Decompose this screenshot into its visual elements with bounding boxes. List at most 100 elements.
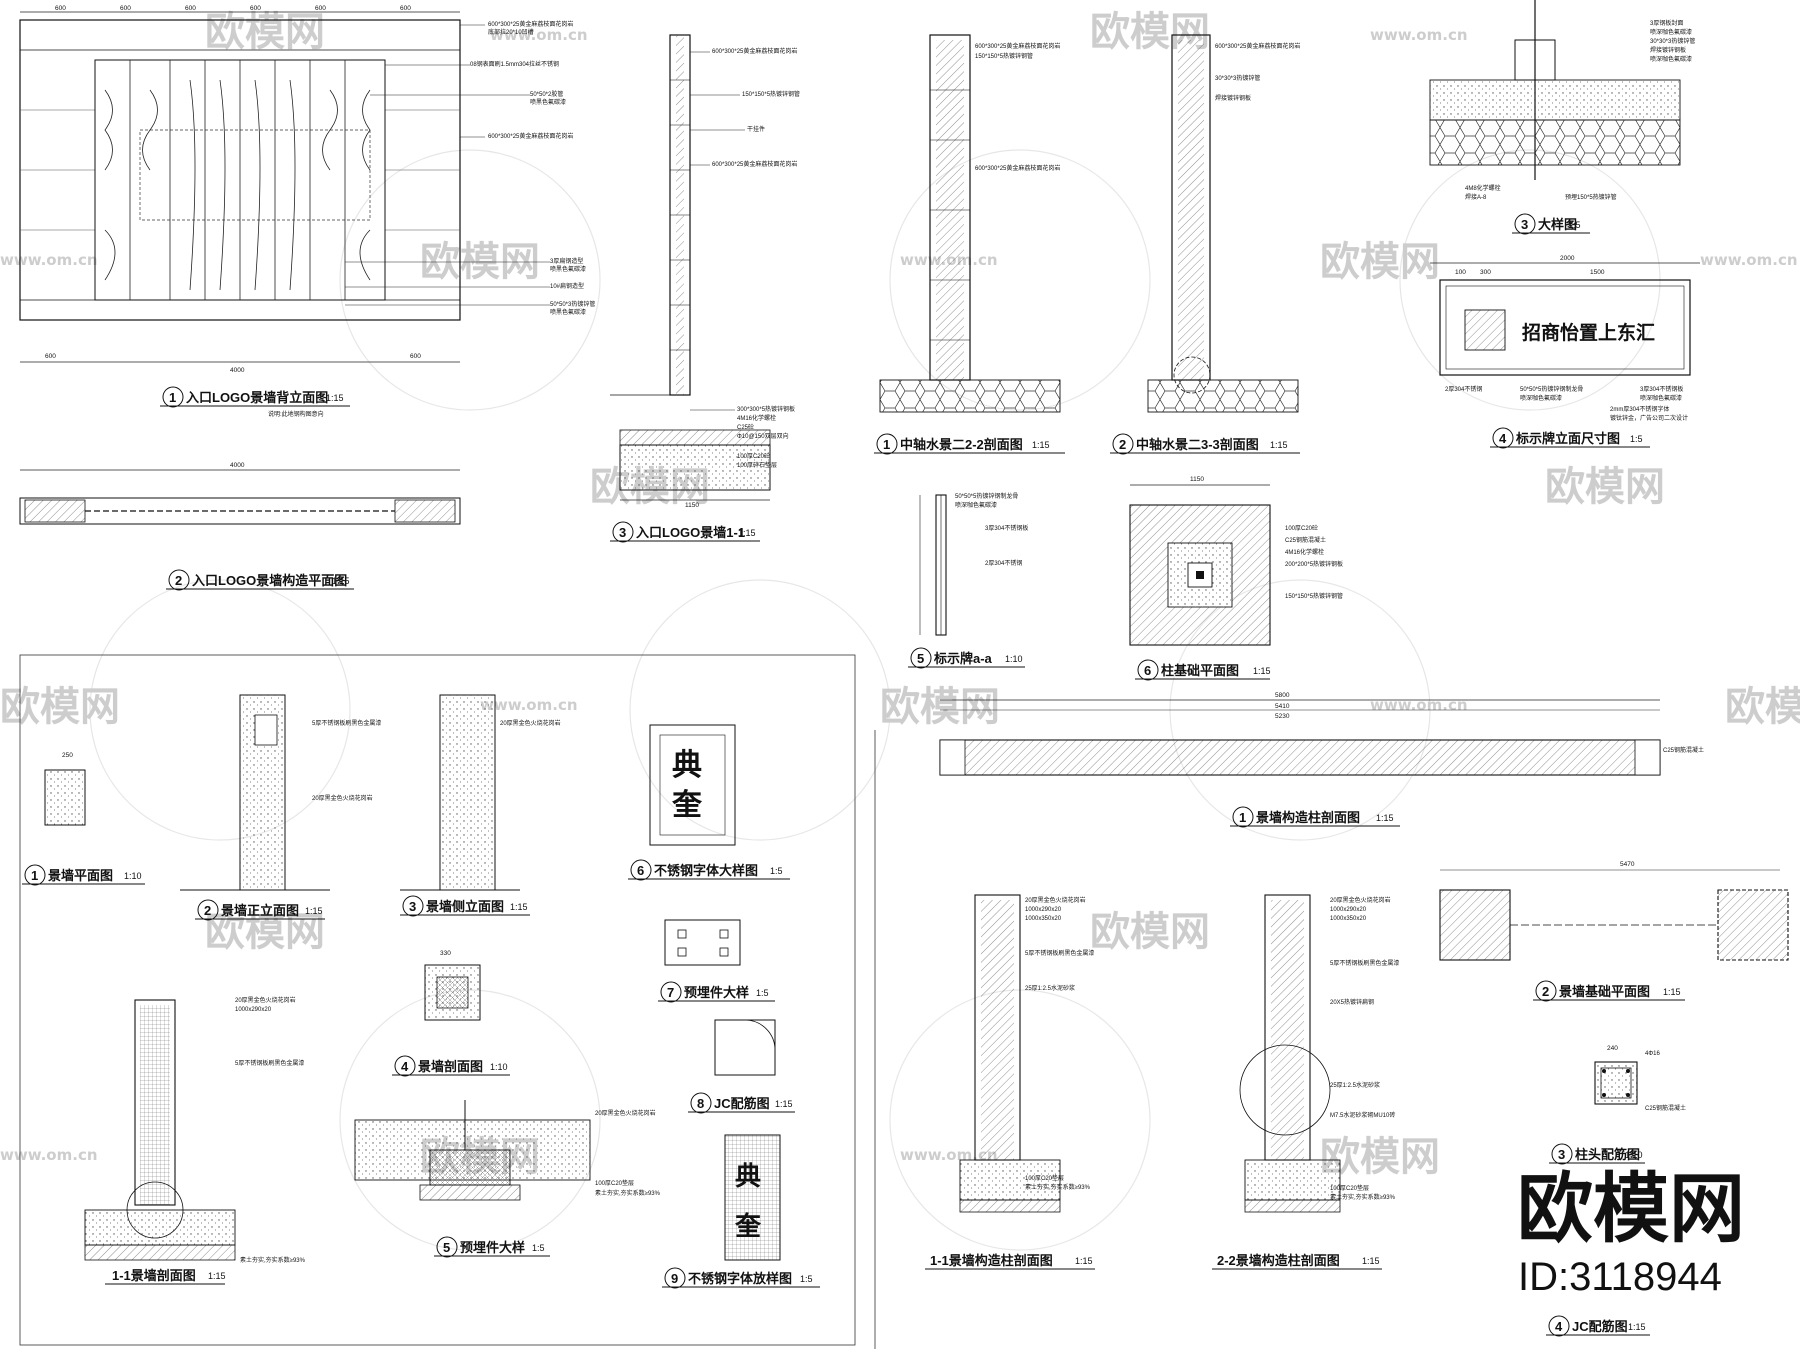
dim-label: 600 [400,5,411,12]
dim-label: 600 [55,5,66,12]
panel-scale: 1:5 [800,1274,813,1284]
stone-joints [20,109,460,231]
svg-text:30*30*3热镀锌管: 30*30*3热镀锌管 [1215,74,1260,82]
svg-text:喷深咖色氟碳漆: 喷深咖色氟碳漆 [1650,55,1692,63]
panel-water-feature-section-3-3: 600*300*25黄金麻荔枝面花岗岩 30*30*3热镀锌管 焊接镀锌钢板 2… [1110,34,1300,455]
p7-leader-notes: 2厚304不锈钢 50*50*5热镀锌钢制龙骨 喷深咖色氟碳漆 3厚304不锈钢… [1445,385,1688,422]
callout-bubble [1112,433,1134,455]
panel-title: 标示牌a-a [933,651,993,666]
panel-logo-wall-plan: 4000 2 入口LOGO景墙构造平面图 1:15 [19,462,461,591]
svg-text:1000x350x20: 1000x350x20 [1025,916,1062,922]
panel-title: 柱头配筋图 [1575,1147,1640,1162]
svg-text:焊接A-8: 焊接A-8 [1465,193,1487,201]
watermark-brand: 欧模网 [1090,909,1210,955]
panel-scale: 1:5 [532,1243,545,1253]
svg-text:C25砼: C25砼 [737,423,754,431]
svg-text:2厚304不锈钢: 2厚304不锈钢 [985,559,1022,567]
svg-text:30*30*3热镀锌管: 30*30*3热镀锌管 [1650,37,1695,45]
panel-title: 2-2景墙构造柱剖面图 [1217,1253,1340,1268]
panel-column-footing-plan: 1150 100厚C20砼 C25钢筋混凝土 4M16化学螺栓 200*200*… [1129,476,1343,681]
sign-text: 招商怡置上东汇 [1522,321,1655,344]
panel-title: 预埋件大样 [684,985,749,1000]
watermark-url: www.om.cn [900,1146,998,1164]
svg-text:4M16化学螺栓: 4M16化学螺栓 [737,414,776,422]
panel-wall-plan: 250 1 景墙平面图 1:10 [22,752,145,886]
callout-number: 5 [443,1240,450,1255]
callout-number: 5 [917,651,924,666]
svg-text:20厚黑金色火烧花岗岩: 20厚黑金色火烧花岗岩 [312,794,373,802]
svg-text:C25钢筋混凝土: C25钢筋混凝土 [1645,1104,1686,1112]
callout-bubble [690,1092,712,1114]
watermark-brand: 欧模网 [205,9,325,55]
panel-title: 景墙剖面图 [418,1059,483,1074]
svg-text:20厚黑金色火烧花岗岩: 20厚黑金色火烧花岗岩 [235,996,296,1004]
svg-text:150*150*5热镀锌钢管: 150*150*5热镀锌钢管 [742,90,800,98]
panel-scale: 1:5 [1568,220,1581,230]
panel-title: JC配筋图 [714,1096,770,1111]
panel-title: 入口LOGO景墙构造平面图 [192,573,347,588]
svg-text:喷黑色氟碳漆: 喷黑色氟碳漆 [550,265,586,273]
svg-text:600*300*25黄金麻荔枝面花岗岩: 600*300*25黄金麻荔枝面花岗岩 [712,160,797,168]
plan-outline [19,497,461,525]
total-width-dim: 4000 [230,367,245,374]
footer-brand-block: 欧模网 ID:3118944 [1517,1164,1745,1299]
svg-text:20厚黑金色火烧花岗岩: 20厚黑金色火烧花岗岩 [1330,896,1391,904]
panel-scale: 1:10 [124,871,142,881]
watermark-brand: 欧模网 [1725,684,1800,730]
panel-stainless-letter-detail: 典 奎 6 不锈钢字体大样图 1:5 [628,724,790,881]
panel-scale: 1:15 [305,906,323,916]
panel-water-feature-section-2-2: 600*300*25黄金麻荔枝面花岗岩 150*150*5热镀锌钢管 600*3… [874,34,1065,455]
panel-construction-column-section: 5800 5410 5230 C25钢筋混凝土 1 景墙构造柱剖面图 1:15 [939,692,1704,828]
callout-number: 2 [175,573,182,588]
panel-scale: 1:15 [1628,1322,1646,1332]
callout-number: 8 [697,1096,704,1111]
callout-number: 1 [1239,810,1246,825]
svg-text:300*300*5热镀锌钢板: 300*300*5热镀锌钢板 [737,405,795,413]
svg-text:50*50*5热镀锌钢制龙骨: 50*50*5热镀锌钢制龙骨 [955,492,1018,500]
callout-number: 4 [1499,431,1507,446]
callout-bubble [630,859,652,881]
dim-label: 600 [315,5,326,12]
watermark-url: www.om.cn [480,696,578,714]
panel-scale: 1:5 [1630,434,1643,444]
callout-bubble [1514,213,1536,235]
panel-logo-wall-section: 1150 600*300*25黄金麻荔枝面花岗岩 150*150*5热镀锌钢管 … [610,34,800,543]
panel-scale: 1:15 [332,576,350,586]
svg-text:600*300*25黄金麻荔枝面花岗岩: 600*300*25黄金麻荔枝面花岗岩 [975,164,1060,172]
svg-text:600*300*25黄金麻荔枝面花岗岩: 600*300*25黄金麻荔枝面花岗岩 [712,47,797,55]
panel-column-head-rebar: 240 C25钢筋混凝土 4Φ16 3 柱头配筋图 1:10 [1549,1045,1686,1165]
dim-label: 600 [410,353,421,360]
callout-bubble [197,899,219,921]
panel-scale: 1:10 [490,1062,508,1072]
svg-text:2厚304不锈钢: 2厚304不锈钢 [1445,385,1482,393]
p1-leader-notes: 600*300*25黄金麻荔枝面花岗岩 底部拉20*10凹槽 08钢表面刷1.5… [345,20,595,316]
callout-number: 6 [637,863,644,878]
callout-bubble [1535,980,1557,1002]
panel-title: 中轴水景二2-2剖面图 [900,437,1023,452]
svg-text:50*50*3热镀锌管: 50*50*3热镀锌管 [550,300,595,308]
panel-scale: 1:15 [775,1099,793,1109]
footer-id: ID:3118944 [1518,1255,1722,1299]
callout-number: 6 [1144,663,1151,678]
svg-text:1000x290x20: 1000x290x20 [1025,907,1062,913]
svg-text:3厚304不锈钢板: 3厚304不锈钢板 [1640,385,1683,393]
callout-bubble [168,569,190,591]
panel-embedded-part-detail-7: 7 预埋件大样 1:5 [658,919,775,1003]
sub-sheet-frame [19,654,856,1346]
panel-title: 景墙正立面图 [221,903,299,918]
panel-title: 柱基础平面图 [1161,663,1239,678]
svg-text:5厚不锈钢板刷黑色金属漆: 5厚不锈钢板刷黑色金属漆 [235,1059,304,1067]
svg-text:100厚C20垫层: 100厚C20垫层 [1025,1174,1064,1182]
footing [619,444,771,491]
svg-text:4M16化学螺栓: 4M16化学螺栓 [1285,548,1324,556]
callout-bubble [1551,1143,1573,1165]
svg-text:600*300*25黄金麻荔枝面花岗岩: 600*300*25黄金麻荔枝面花岗岩 [488,132,573,140]
dim-label: 250 [62,752,73,759]
dim-label: 600 [45,353,56,360]
svg-text:20厚黑金色火烧花岗岩: 20厚黑金色火烧花岗岩 [500,719,561,727]
callout-number: 3 [409,899,416,914]
callout-bubble [660,981,682,1003]
callout-bubble [876,433,898,455]
svg-text:焊接镀锌钢板: 焊接镀锌钢板 [1215,94,1251,102]
dim-label: 1500 [1590,269,1605,276]
